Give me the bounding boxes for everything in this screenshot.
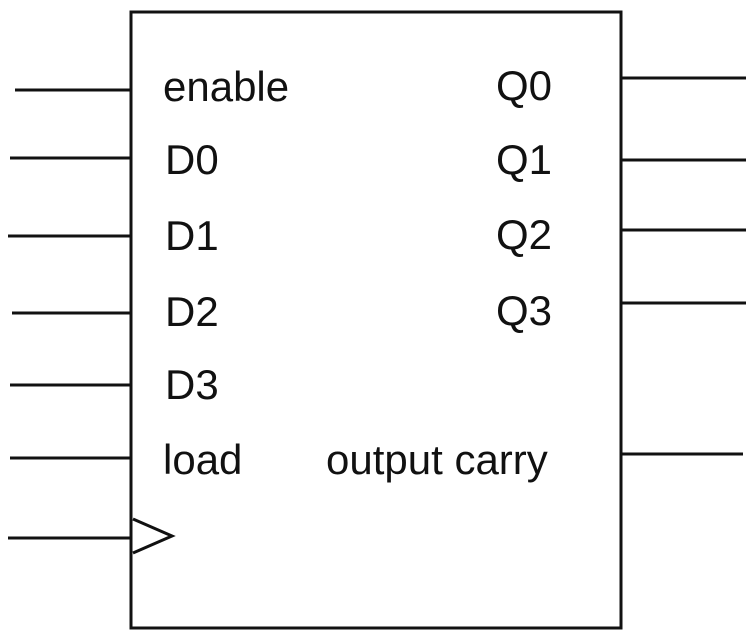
output-label-q2: Q2 (496, 211, 552, 258)
component-body (129, 10, 623, 630)
input-label-enable: enable (163, 63, 289, 110)
output-label-q3: Q3 (496, 287, 552, 334)
input-label-d0: D0 (165, 136, 219, 183)
output-label-carry: output carry (326, 436, 548, 483)
input-label-load: load (163, 436, 242, 483)
output-label-q1: Q1 (496, 136, 552, 183)
input-label-d2: D2 (165, 288, 219, 335)
output-label-q0: Q0 (496, 62, 552, 109)
clock-triangle-icon (132, 517, 176, 555)
input-label-d1: D1 (165, 212, 219, 259)
input-label-d3: D3 (165, 361, 219, 408)
